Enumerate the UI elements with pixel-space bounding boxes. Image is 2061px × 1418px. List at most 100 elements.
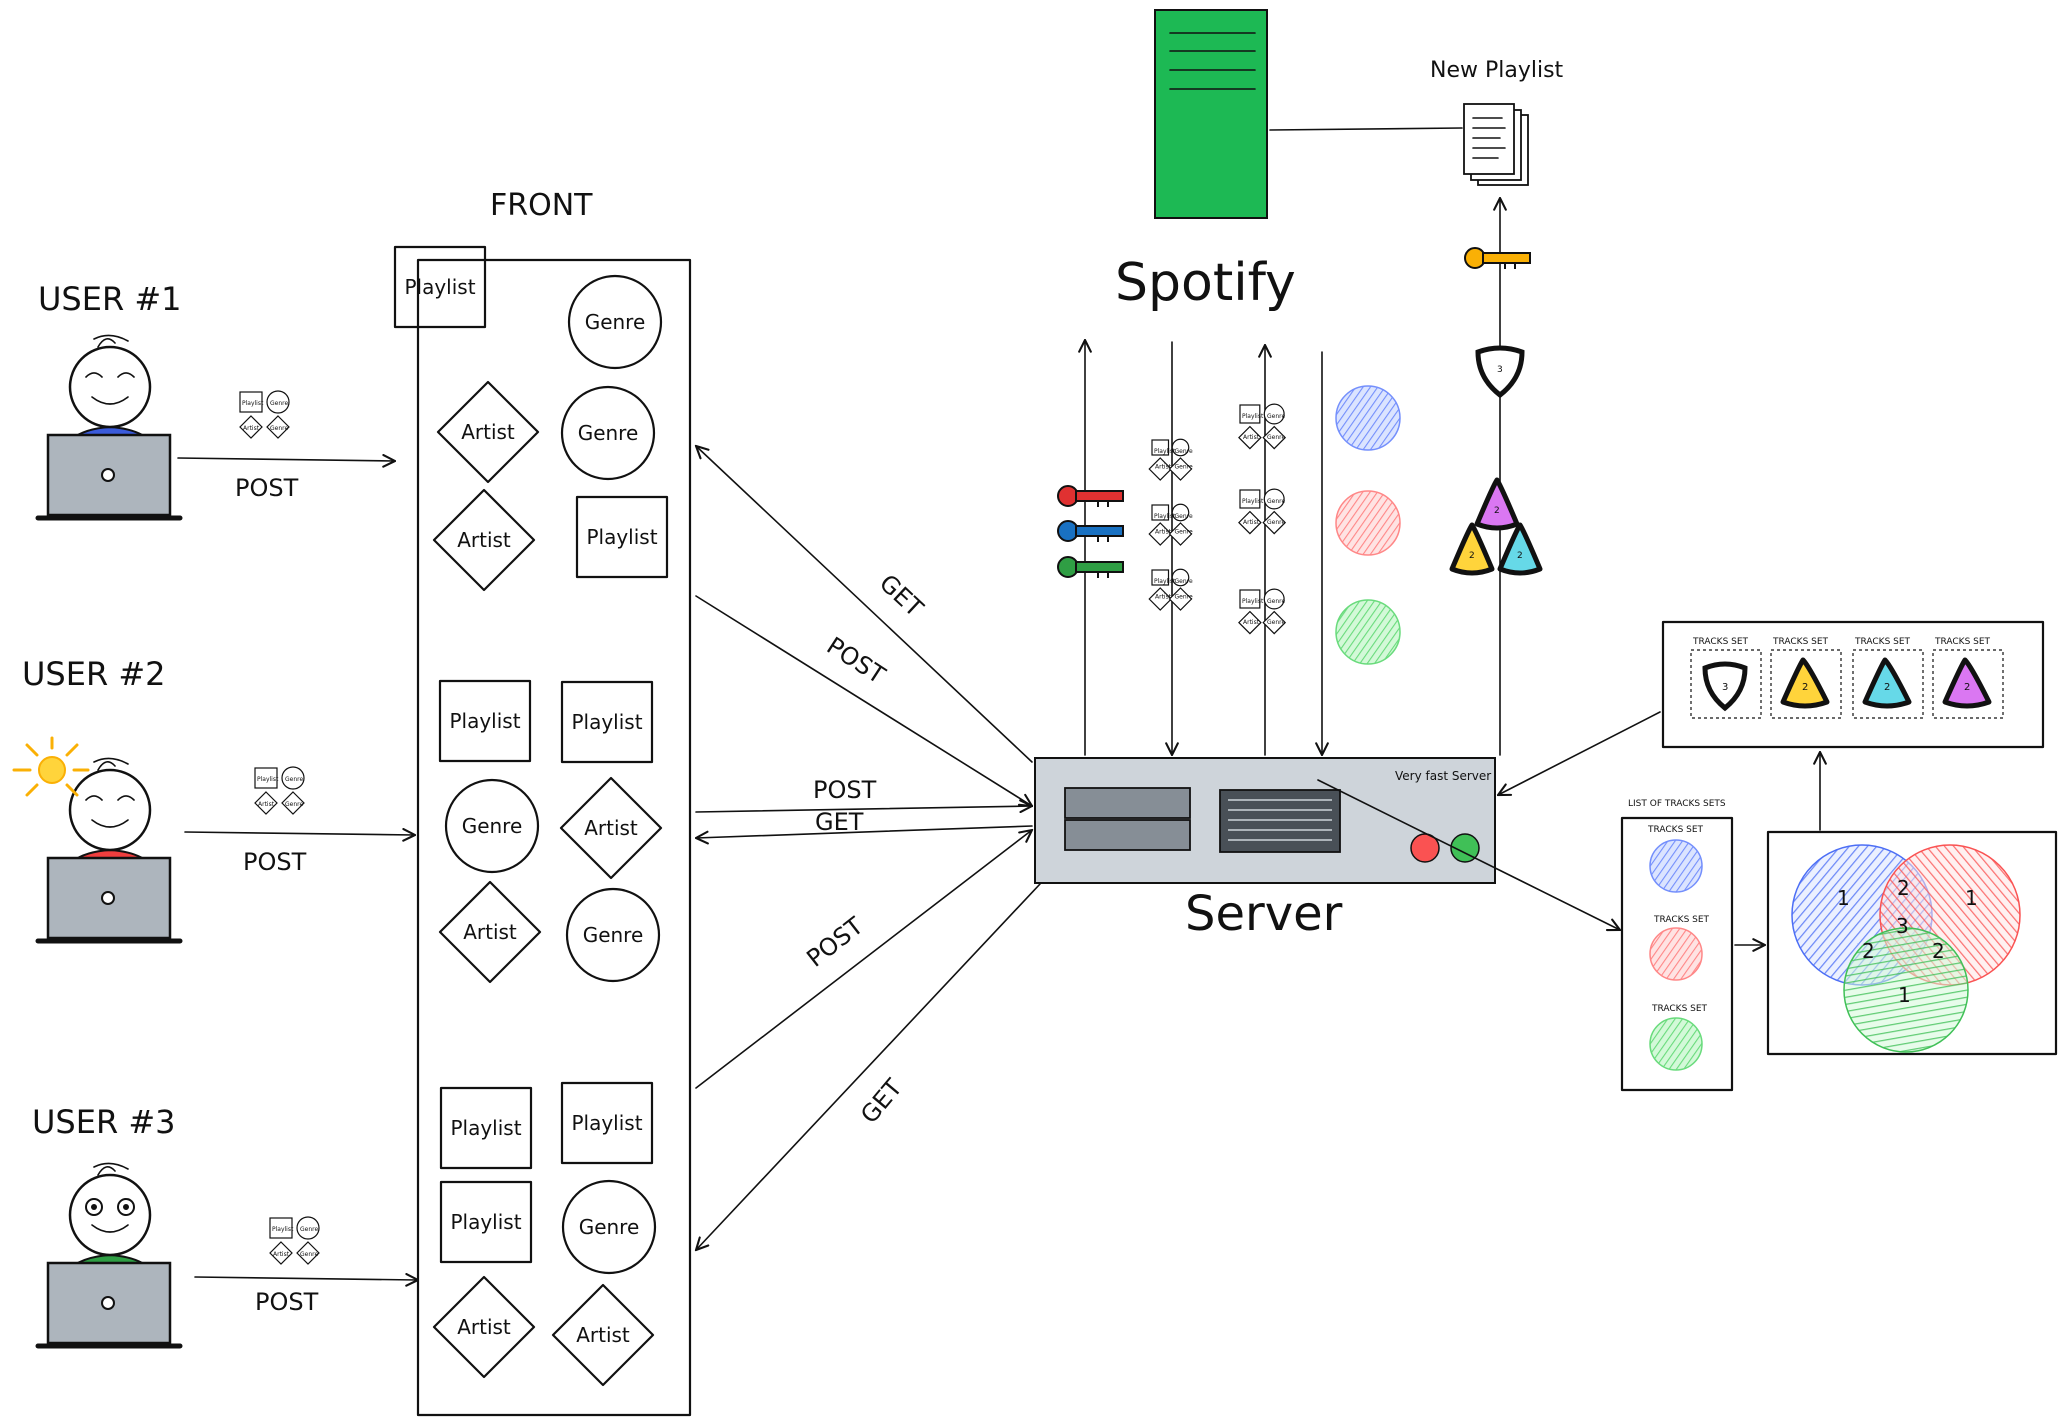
svg-text:Playlist: Playlist xyxy=(1154,448,1176,455)
person-head xyxy=(68,345,152,429)
svg-text:Playlist: Playlist xyxy=(1154,578,1176,585)
svg-text:Genre: Genre xyxy=(1267,619,1285,626)
svg-text:Playlist: Playlist xyxy=(586,525,657,549)
front-diamond-artist: Artist xyxy=(559,776,663,880)
front-diamond-artist: Artist xyxy=(551,1283,655,1387)
sets-to-server-arrow xyxy=(1498,711,1661,795)
svg-text:Genre: Genre xyxy=(1267,434,1285,441)
svg-text:2: 2 xyxy=(1964,682,1970,693)
svg-text:Genre: Genre xyxy=(270,425,288,432)
server-tag: Very fast Server xyxy=(1395,769,1491,783)
svg-text:TRACKS SET: TRACKS SET xyxy=(1653,915,1710,925)
svg-text:Playlist: Playlist xyxy=(571,710,642,734)
person-head xyxy=(68,1173,152,1257)
green-key-icon xyxy=(1057,556,1124,578)
front-circle-genre: Genre xyxy=(444,778,540,874)
front-circle-genre: Genre xyxy=(567,274,663,370)
svg-text:2: 2 xyxy=(1494,506,1500,516)
svg-text:Genre: Genre xyxy=(578,421,639,445)
svg-text:Genre: Genre xyxy=(300,1226,318,1233)
svg-text:Genre: Genre xyxy=(462,814,523,838)
new-playlist-title: New Playlist xyxy=(1430,58,1564,83)
spotify-title: Spotify xyxy=(1115,253,1296,313)
svg-text:3: 3 xyxy=(1896,914,1909,938)
user-post-label: POST xyxy=(255,1288,319,1316)
svg-text:Genre: Genre xyxy=(1267,519,1285,526)
front-circle-genre: Genre xyxy=(565,887,661,983)
svg-text:Genre: Genre xyxy=(585,310,646,334)
front-square-playlist: Playlist xyxy=(439,1086,533,1170)
api-keys xyxy=(1057,247,1531,578)
svg-text:Genre: Genre xyxy=(579,1215,640,1239)
user-post-label: POST xyxy=(235,474,299,502)
svg-text:2: 2 xyxy=(1862,939,1875,963)
tracks-sets-panel xyxy=(1661,620,2045,749)
svg-text:Artist: Artist xyxy=(1155,464,1172,471)
front-diamond-artist: Artist xyxy=(436,380,540,484)
server-title: Server xyxy=(1185,886,1343,942)
front-circle-genre: Genre xyxy=(561,1179,657,1275)
svg-text:Playlist: Playlist xyxy=(1154,513,1176,520)
svg-text:Genre: Genre xyxy=(1175,464,1193,471)
sun-icon xyxy=(12,736,90,797)
user-post-arrow xyxy=(184,832,415,835)
spotify-server-icon xyxy=(1154,9,1268,219)
user-post-arrow xyxy=(177,458,395,461)
tracks-set-item: TRACKS SET 3 xyxy=(1690,637,1762,719)
arrow-label-get-2: GET xyxy=(815,808,864,836)
svg-text:2: 2 xyxy=(1802,682,1808,693)
triangle-set-icon: 2 xyxy=(1497,522,1543,576)
svg-text:TRACKS SET: TRACKS SET xyxy=(1651,1004,1708,1014)
arrow-label-get-3: GET xyxy=(855,1074,908,1129)
triangle-stack-icon: 2 2 2 xyxy=(1449,477,1543,576)
svg-text:Playlist: Playlist xyxy=(449,709,520,733)
svg-text:TRACKS SET: TRACKS SET xyxy=(1772,637,1829,647)
svg-text:Artist: Artist xyxy=(1243,619,1260,626)
svg-text:Artist: Artist xyxy=(576,1323,630,1347)
svg-text:TRACKS SET: TRACKS SET xyxy=(1692,637,1749,647)
server-to-list-arrow xyxy=(1317,779,1620,930)
svg-text:Genre: Genre xyxy=(1175,513,1193,520)
red-key-icon xyxy=(1057,485,1124,507)
svg-text:Playlist: Playlist xyxy=(1242,498,1264,505)
spotify-to-playlist-line xyxy=(1269,127,1463,131)
svg-text:Artist: Artist xyxy=(584,816,638,840)
list-of-tracks-sets-label: LIST OF TRACKS SETS xyxy=(1628,799,1726,809)
svg-text:Genre: Genre xyxy=(300,1251,318,1258)
front-square-playlist: Playlist xyxy=(560,1081,654,1165)
svg-text:TRACKS SET: TRACKS SET xyxy=(1934,637,1991,647)
svg-text:Genre: Genre xyxy=(285,776,303,783)
svg-text:Genre: Genre xyxy=(1267,498,1285,505)
svg-text:Playlist: Playlist xyxy=(571,1111,642,1135)
user-post-arrow xyxy=(194,1277,418,1280)
svg-text:Genre: Genre xyxy=(583,923,644,947)
triangle-set-icon: 2 xyxy=(1474,477,1520,531)
user-label: USER #3 xyxy=(32,1103,176,1141)
svg-text:Genre: Genre xyxy=(1175,594,1193,601)
shield-icon: 3 xyxy=(1475,345,1525,399)
svg-text:Artist: Artist xyxy=(1243,519,1260,526)
svg-text:Playlist: Playlist xyxy=(450,1210,521,1234)
svg-text:3: 3 xyxy=(1722,682,1728,693)
list-of-tracks-sets-panel xyxy=(1620,816,1734,1092)
svg-text:Playlist: Playlist xyxy=(1242,413,1264,420)
front-square-playlist: Playlist xyxy=(575,495,669,579)
svg-text:Artist: Artist xyxy=(258,801,275,808)
svg-text:Genre: Genre xyxy=(1175,448,1193,455)
server-led-green xyxy=(1450,833,1480,863)
svg-text:Playlist: Playlist xyxy=(404,275,475,299)
arrow-label-get-1: GET xyxy=(874,569,929,623)
tracks-set-item: TRACKS SET 2 xyxy=(1770,637,1842,719)
svg-text:Artist: Artist xyxy=(1243,434,1260,441)
svg-text:2: 2 xyxy=(1469,551,1475,561)
